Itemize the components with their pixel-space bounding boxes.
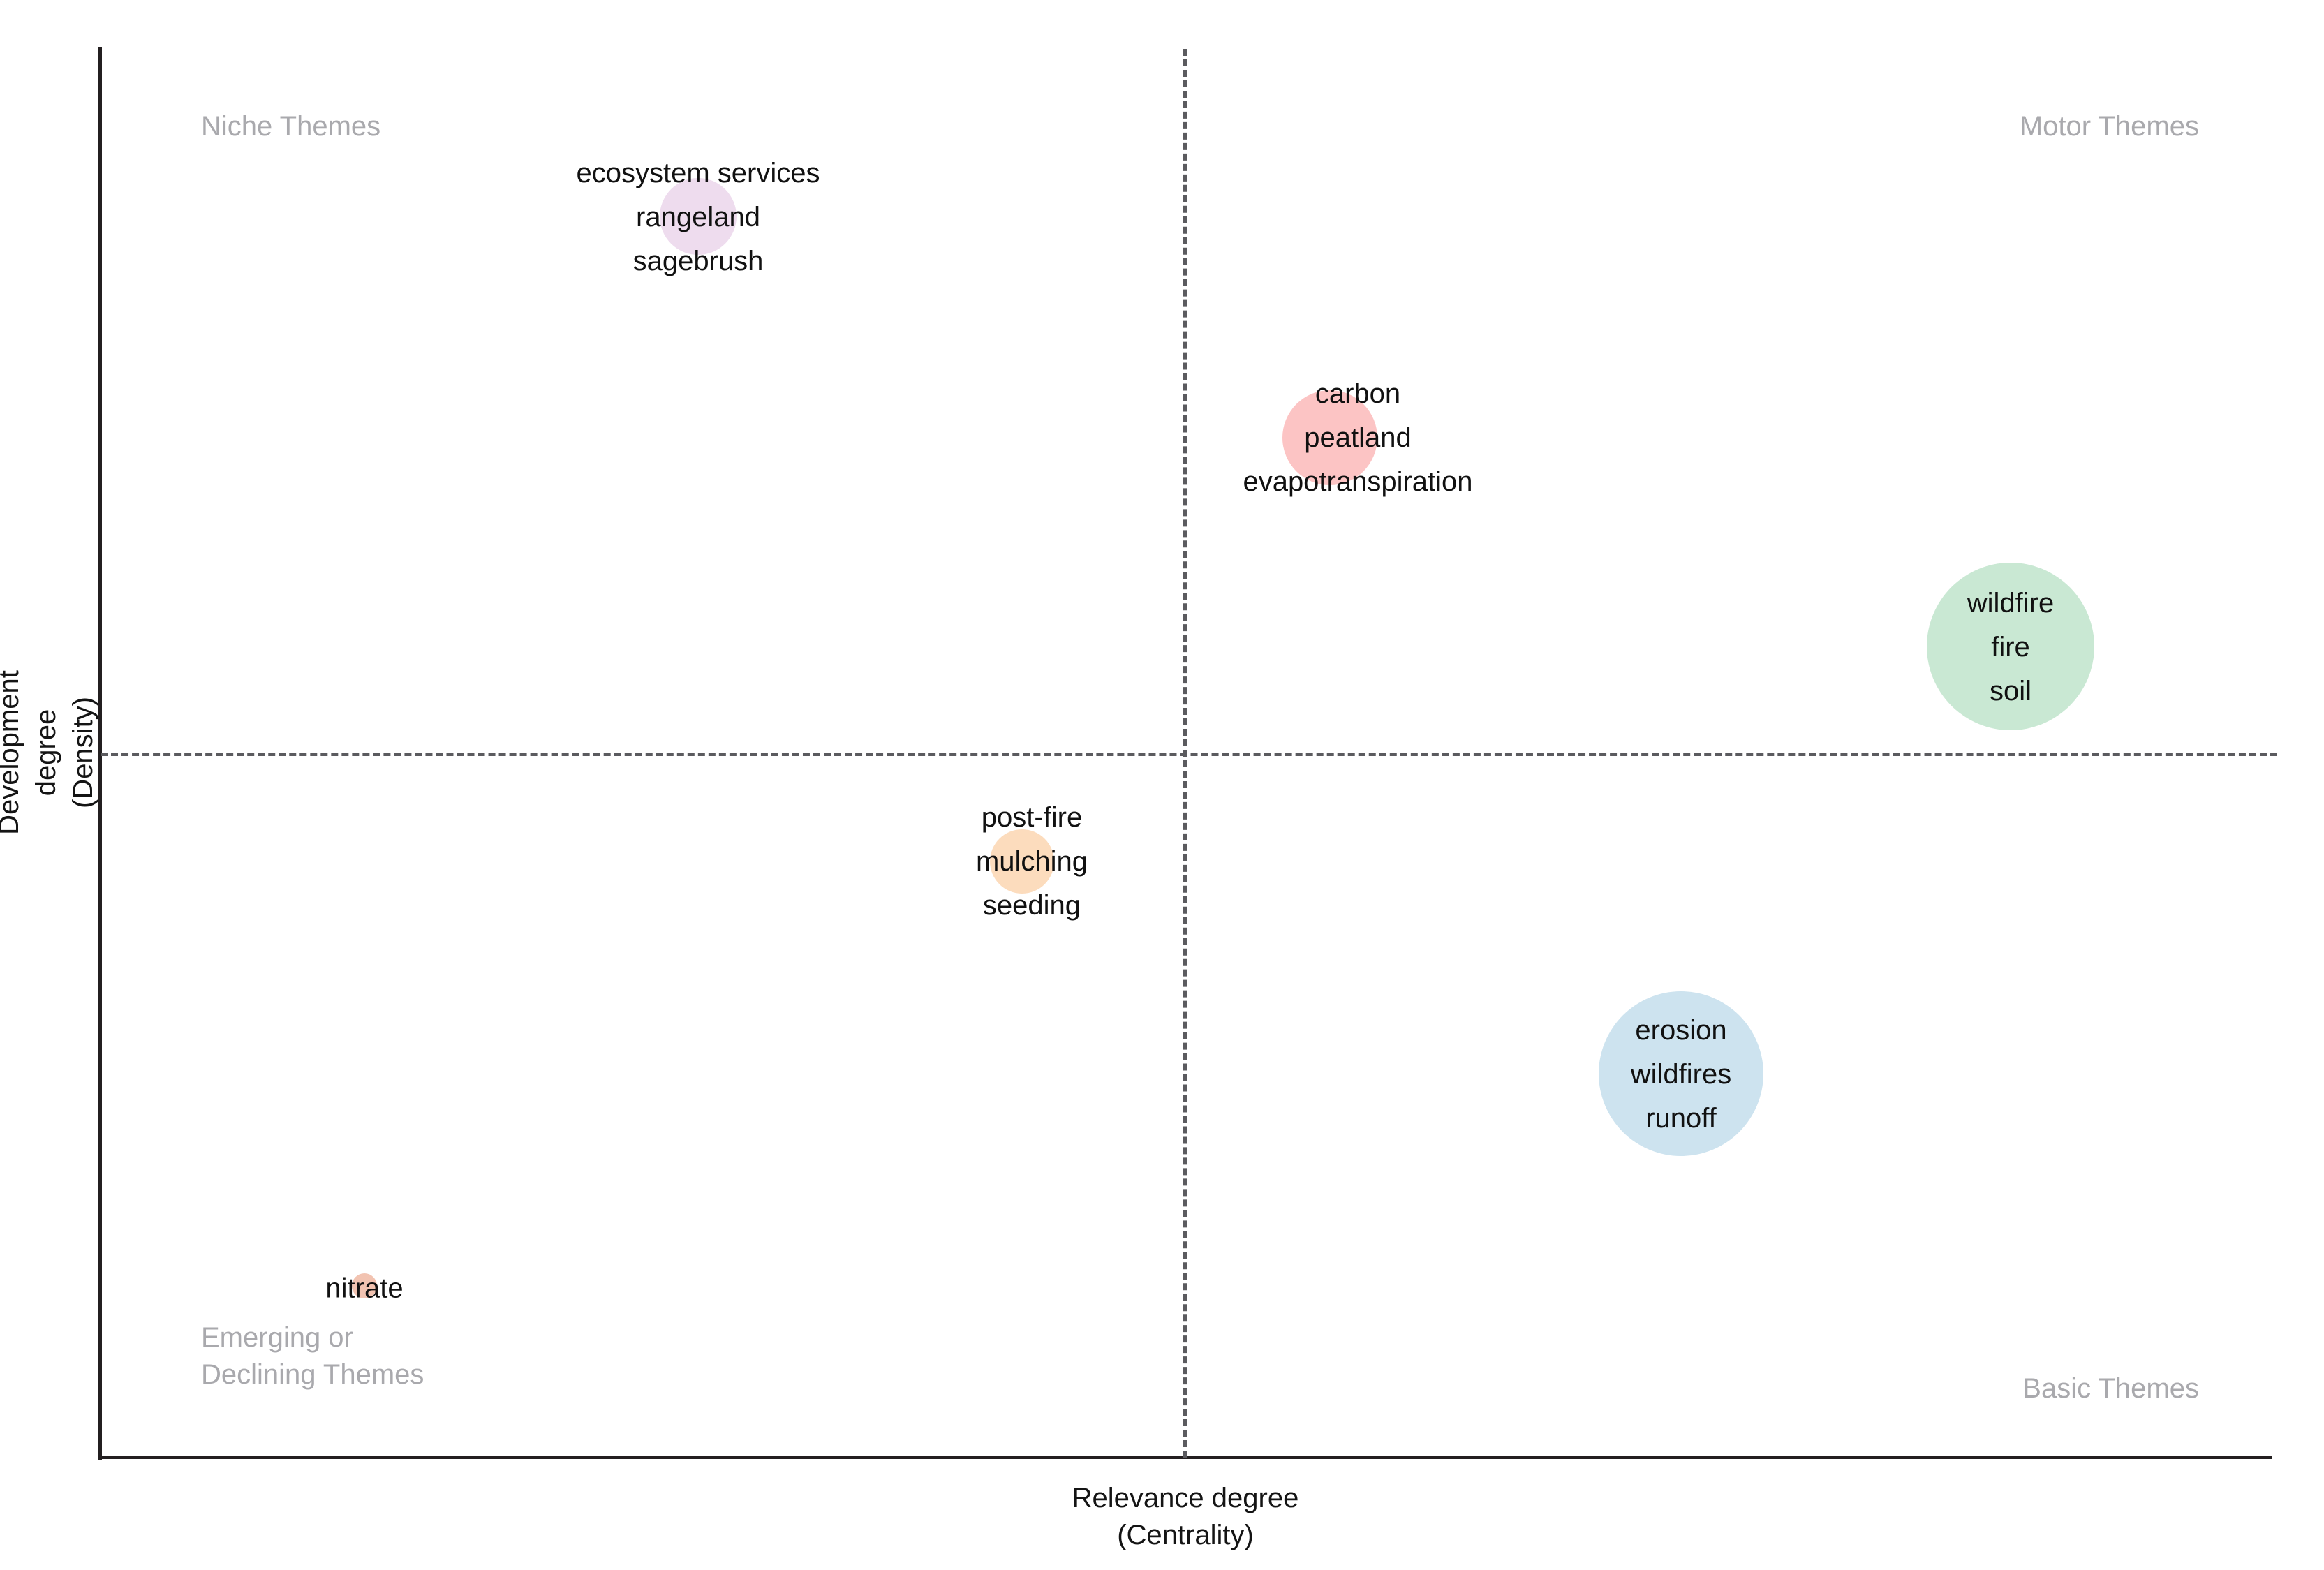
quadrant-label-basic-themes: Basic Themes — [2022, 1373, 2199, 1404]
cluster-bubble-erosion[interactable] — [1599, 991, 1763, 1156]
quadrant-label-motor-themes: Motor Themes — [2019, 111, 2199, 142]
quadrant-label-emerging-declining-themes: Emerging or Declining Themes — [201, 1322, 424, 1390]
cluster-bubble-nitrate[interactable] — [352, 1273, 377, 1298]
cluster-bubble-wildfire[interactable] — [1927, 563, 2094, 730]
horizontal-divider-dashed — [101, 753, 2277, 756]
quadrant-label-niche-themes: Niche Themes — [201, 111, 381, 142]
x-axis-title: Relevance degree (Centrality) — [1072, 1483, 1299, 1550]
cluster-bubble-carbon[interactable] — [1282, 390, 1377, 485]
cluster-bubble-rangeland[interactable] — [660, 178, 737, 255]
cluster-bubble-post-fire[interactable] — [990, 829, 1054, 894]
y-axis-line — [98, 47, 102, 1460]
y-axis-title: Development degree (Density) — [0, 670, 98, 835]
